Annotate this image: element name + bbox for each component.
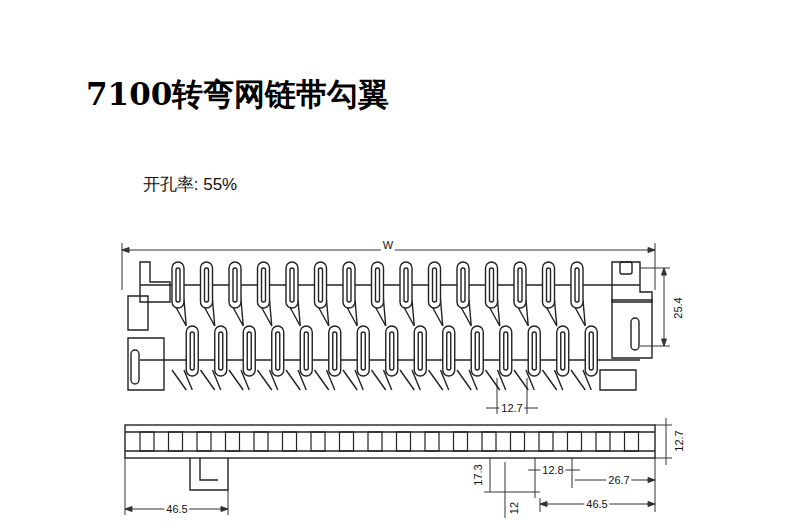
link-loop: [215, 326, 227, 376]
link-loop: [585, 326, 597, 376]
side-link: [340, 432, 354, 451]
width-dimension: W: [381, 239, 395, 251]
side-link: [454, 432, 468, 451]
link-slot: [561, 332, 565, 370]
link-slot: [247, 332, 251, 370]
edge-width-dimension: 46.5: [584, 498, 609, 510]
link-slot: [518, 268, 522, 302]
link-loop: [543, 262, 555, 308]
side-link: [511, 432, 525, 451]
side-links: [140, 432, 639, 451]
link-loop: [186, 326, 198, 376]
link-slot: [589, 332, 593, 370]
link-slot: [418, 332, 422, 370]
side-link: [596, 432, 610, 451]
side-link: [368, 432, 382, 451]
link-loop: [172, 262, 184, 308]
pitch-dimension: 25.4: [672, 295, 684, 320]
link-loop: [528, 326, 540, 376]
link-slot: [461, 268, 465, 302]
link-loop: [372, 262, 384, 308]
link-slot: [290, 268, 294, 302]
link-slot: [532, 332, 536, 370]
link-loop: [443, 326, 455, 376]
link-loop: [201, 262, 213, 308]
link-loop: [514, 262, 526, 308]
link-slot: [304, 332, 308, 370]
side-link: [169, 432, 183, 451]
wing-dimension: 12: [508, 500, 520, 516]
dimension-lines: [122, 243, 672, 518]
side-link: [568, 432, 582, 451]
height-dimension: 12.7: [673, 428, 685, 453]
link-slot: [575, 268, 579, 302]
side-link: [283, 432, 297, 451]
link-slot: [433, 268, 437, 302]
side-link: [425, 432, 439, 451]
link-slot: [219, 332, 223, 370]
open-area-note: 开孔率: 55%: [143, 173, 237, 196]
link-slot: [176, 268, 180, 302]
link-loop: [400, 262, 412, 308]
spacing-dimension: 12.8: [540, 464, 565, 476]
link-loop: [272, 326, 284, 376]
side-link: [140, 432, 154, 451]
link-loop: [500, 326, 512, 376]
link-loop: [258, 262, 270, 308]
link-loop: [243, 326, 255, 376]
link-loop: [486, 262, 498, 308]
side-link: [482, 432, 496, 451]
link-loop: [357, 326, 369, 376]
link-loop: [457, 262, 469, 308]
link-loop: [343, 262, 355, 308]
link-loop: [300, 326, 312, 376]
link-slot: [347, 268, 351, 302]
link-slot: [233, 268, 237, 302]
link-loop: [557, 326, 569, 376]
link-slot: [361, 332, 365, 370]
link-loop: [329, 326, 341, 376]
link-slot: [276, 332, 280, 370]
page-title: 7100转弯网链带勾翼: [86, 74, 389, 116]
mesh-links: [172, 262, 597, 390]
link-slot: [333, 332, 337, 370]
side-link: [539, 432, 553, 451]
depth-dimension: 17.3: [472, 462, 484, 487]
link-slot: [447, 332, 451, 370]
link-loop: [471, 326, 483, 376]
link-slot: [205, 268, 209, 302]
link-loop: [429, 262, 441, 308]
link-slot: [404, 268, 408, 302]
link-slot: [475, 332, 479, 370]
side-link: [625, 432, 639, 451]
wing-width-dimension: 46.5: [164, 503, 189, 515]
link-slot: [319, 268, 323, 302]
belt-outline: [125, 262, 655, 490]
link-slot: [490, 268, 494, 302]
side-link: [226, 432, 240, 451]
link-slot: [376, 268, 380, 302]
link-slot: [390, 332, 394, 370]
link-loop: [386, 326, 398, 376]
spacing-dimension: 12.7: [499, 402, 524, 414]
link-slot: [504, 332, 508, 370]
link-slot: [547, 268, 551, 302]
side-link: [254, 432, 268, 451]
side-link: [197, 432, 211, 451]
offset-dimension: 26.7: [606, 474, 631, 486]
link-loop: [414, 326, 426, 376]
link-loop: [315, 262, 327, 308]
link-loop: [229, 262, 241, 308]
link-slot: [190, 332, 194, 370]
link-loop: [286, 262, 298, 308]
side-link: [311, 432, 325, 451]
side-link: [397, 432, 411, 451]
link-slot: [262, 268, 266, 302]
link-loop: [571, 262, 583, 308]
